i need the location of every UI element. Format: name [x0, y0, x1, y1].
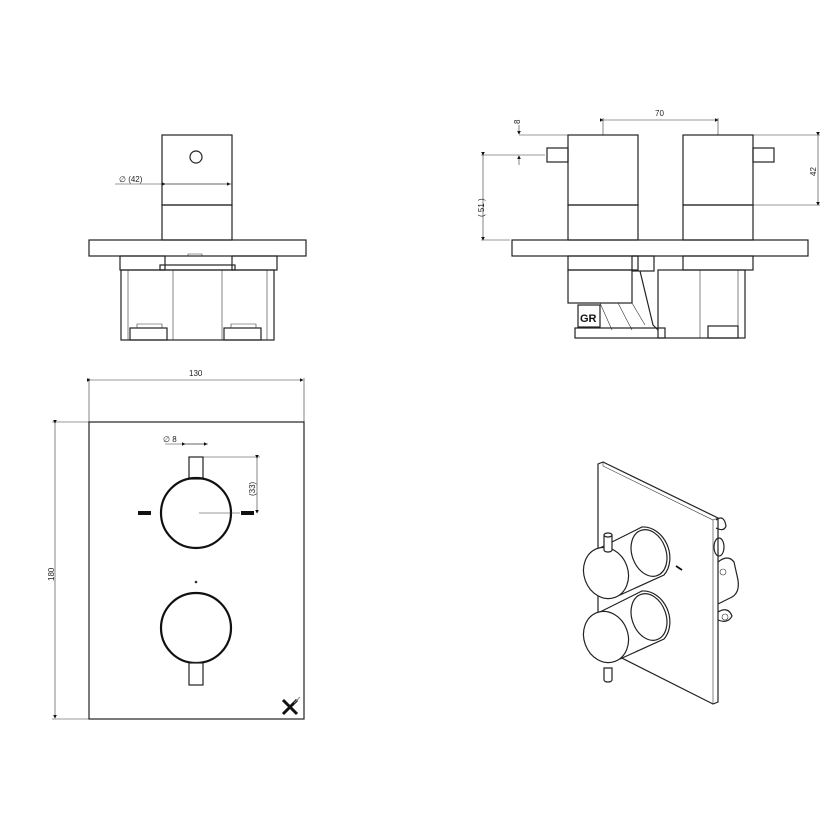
logo-mark: GR [580, 313, 597, 325]
cover-plate-side [511, 239, 809, 257]
lever-diameter-label: ∅ 8 [163, 435, 177, 444]
indicator-right [241, 511, 254, 515]
knob-cap [161, 134, 233, 206]
isometric-view [582, 461, 739, 705]
lever-left [546, 147, 569, 163]
lever-offset-label: 8 [513, 119, 522, 124]
iso-valve-body [713, 517, 739, 622]
upper-lever [188, 456, 204, 480]
plate-height-label: 180 [47, 567, 56, 581]
knob-left [567, 134, 639, 206]
height-label: ( 51 ) [477, 198, 486, 217]
lever-right [752, 147, 775, 163]
cover-plate-front [88, 421, 305, 720]
width-label: 130 [189, 369, 203, 378]
lever-length-label: (33) [248, 481, 257, 496]
knob-body [161, 204, 233, 241]
brand-mark-icon [281, 696, 301, 716]
knob-right [682, 134, 754, 206]
iso-lower-knob [582, 590, 671, 683]
valve-body [120, 269, 275, 341]
front-elevation-view: ∅ (42) [88, 134, 307, 341]
side-elevation-view: 70 8 ( 51 ) 42 [477, 109, 820, 339]
plan-view: 130 180 ∅ 8 (33) [47, 369, 305, 720]
diameter-label: ∅ (42) [119, 175, 143, 184]
lever-hole [189, 150, 203, 164]
lower-knob [159, 591, 233, 665]
indicator-dot [194, 580, 198, 584]
lower-lever [188, 662, 204, 686]
indicator-left [138, 511, 151, 515]
spacing-label: 70 [655, 109, 664, 118]
iso-upper-knob [582, 526, 671, 600]
cover-plate [88, 239, 307, 257]
knob-height-label: 42 [809, 167, 818, 176]
